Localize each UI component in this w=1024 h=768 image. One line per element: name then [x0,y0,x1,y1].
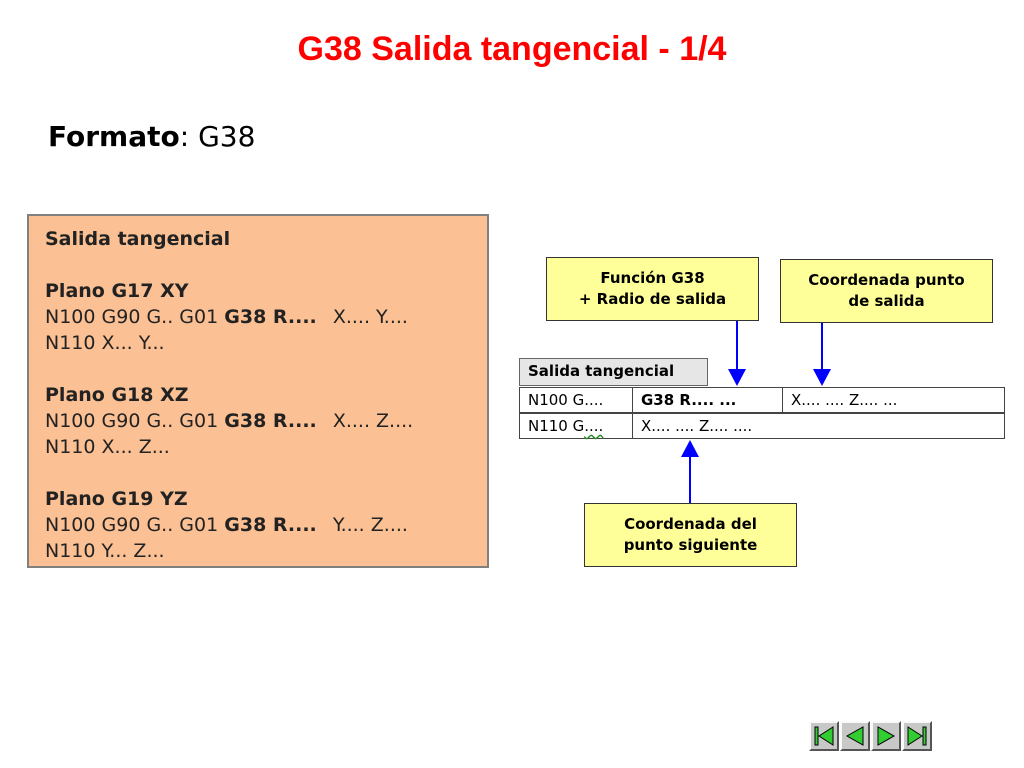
table-row: N100 G.... G38 R.... ... X.... .... Z...… [519,387,1005,413]
first-slide-button[interactable] [809,721,839,751]
callout-funcion-g38: Función G38 + Radio de salida [546,257,759,321]
section-heading-g19: Plano G19 YZ [45,488,188,510]
last-slide-button[interactable] [902,721,932,751]
first-slide-icon [814,726,834,746]
formato-label: Formato [48,120,180,153]
code-text: N100 G90 G.. G01 [45,306,219,328]
section-g19-line2: N110 Y... Z... [45,540,165,562]
callout-text: de salida [848,292,925,310]
section-heading-g17: Plano G17 XY [45,280,189,302]
previous-slide-icon [845,726,864,746]
table-cell: X.... .... Z.... ... [791,391,898,409]
code-text: Y.... Z.... [332,514,408,536]
code-bold: G38 R.... [224,410,317,432]
next-slide-icon [877,726,896,746]
callout-coordenada-salida: Coordenada punto de salida [780,259,993,323]
table-cell: X.... .... Z.... .... [641,417,753,435]
table-cell: N110 G.... [520,414,633,438]
code-text-squiggle: .... [584,417,604,435]
section-g19-line1: N100 G90 G.. G01 G38 R.... Y.... Z.... [45,512,487,538]
arrow-to-g38 [728,321,746,386]
code-bold: G38 R.... [224,514,317,536]
table-row: N110 G.... X.... .... Z.... .... [519,413,1005,439]
table-cell: N100 G.... [520,388,633,412]
callout-coordenada-siguiente: Coordenada del punto siguiente [584,503,797,567]
code-bold: G38 R.... [224,306,317,328]
section-g18-line2: N110 X... Z... [45,436,170,458]
previous-slide-button[interactable] [840,721,870,751]
slide-title: G38 Salida tangencial - 1/4 [297,30,727,68]
section-g17-line1: N100 G90 G.. G01 G38 R.... X.... Y.... [45,304,487,330]
callout-text: punto siguiente [623,536,758,554]
code-text: N100 G90 G.. G01 [45,410,219,432]
formato-value: G38 [198,120,256,153]
code-text: N100 G90 G.. G01 [45,514,219,536]
section-g18-line1: N100 G90 G.. G01 G38 R.... X.... Z.... [45,408,487,434]
callout-text: Función G38 [600,269,705,287]
callout-text: + Radio de salida [578,290,727,308]
table-cell: G38 R.... ... [633,388,783,412]
table-label: Salida tangencial [519,358,708,386]
code-text: N110 G [528,417,585,435]
code-text: X.... Y.... [332,306,408,328]
last-slide-icon [907,726,927,746]
code-text: X.... Z.... [332,410,414,432]
panel-heading: Salida tangencial [45,228,231,250]
callout-text: Coordenada punto [808,271,965,289]
section-g17-line2: N110 X... Y... [45,332,165,354]
section-heading-g18: Plano G18 XZ [45,384,189,406]
slide-navigation [809,721,932,751]
formato-separator: : [179,120,190,153]
arrow-to-coord-salida [813,323,831,386]
next-slide-button[interactable] [871,721,901,751]
callout-text: Coordenada del [624,515,757,533]
syntax-panel: Salida tangencial Plano G17 XY N100 G90 … [27,214,489,568]
arrow-from-coord-siguiente [681,440,699,503]
formato-line: Formato: G38 [48,120,255,153]
